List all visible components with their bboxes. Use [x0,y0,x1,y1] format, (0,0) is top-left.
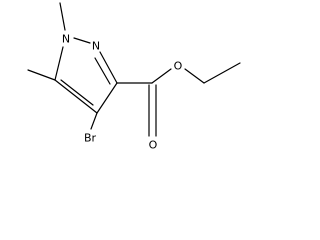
bond-n1-methyl [59,2,66,31]
bond-n2-c3-inner [94,57,111,85]
bond-c5-n1 [54,46,64,81]
bond-ch2-ch3 [203,62,241,84]
bond-o-ch2 [184,68,205,84]
structure-diagram: N N O O Br [27,2,241,152]
bond-c4-c5-inner [60,79,94,106]
bond-c3-c4 [96,82,118,114]
bond-n1-n2 [73,37,91,44]
bond-c4-c5 [54,79,98,114]
atom-n2-label: N [92,40,100,53]
molecule-canvas: N N O O Br [27,2,241,152]
atom-o-carbonyl-label: O [149,139,158,152]
bond-n2-c3 [99,51,118,84]
bond-carboxyl-o [151,68,172,84]
atom-n1-label: N [62,33,70,46]
bond-c5-methyl [27,69,56,81]
atom-o-ester-label: O [174,60,183,73]
bond-c4-br [90,112,98,130]
atom-br-label: Br [84,132,97,145]
